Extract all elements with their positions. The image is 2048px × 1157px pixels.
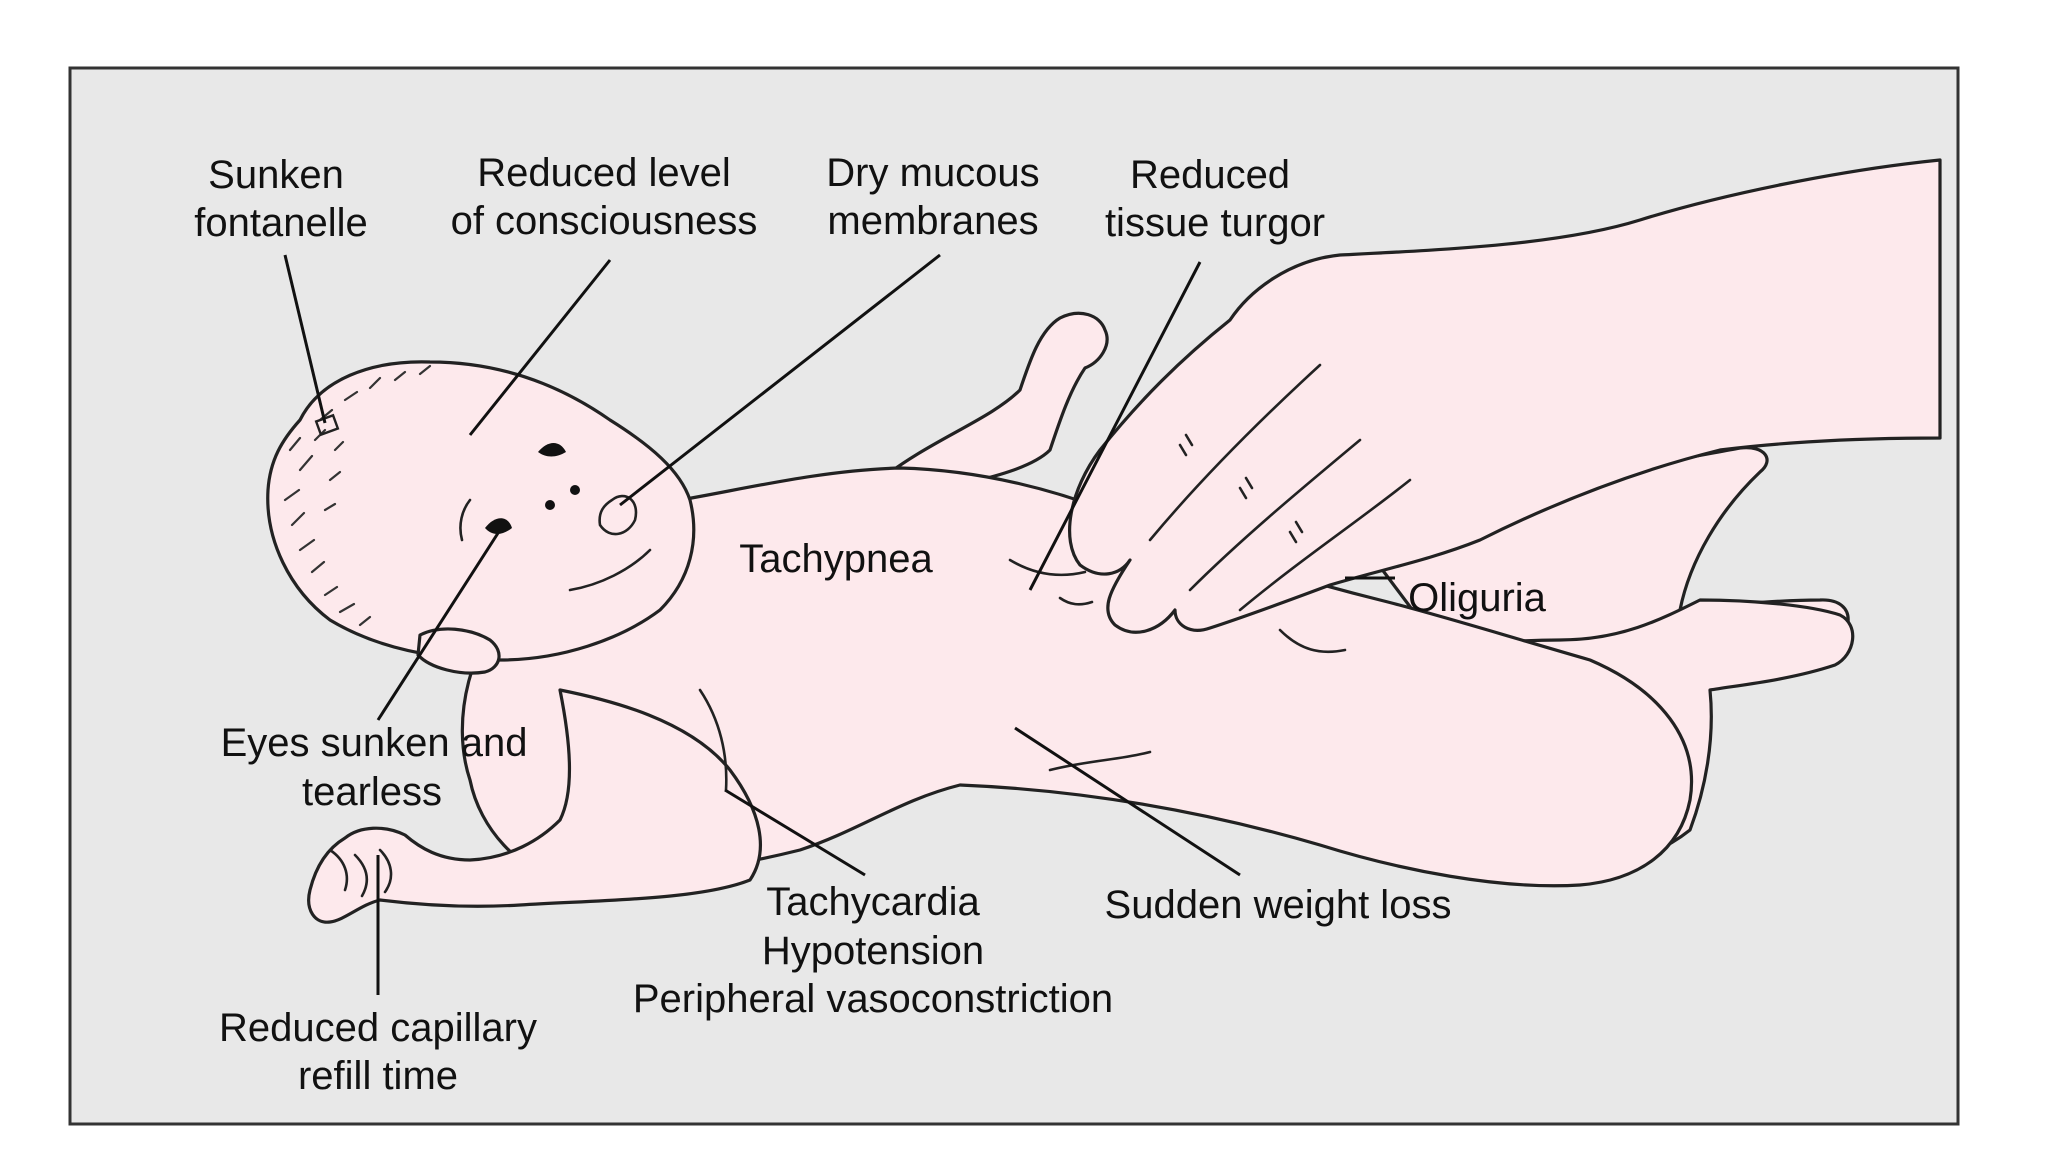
label-reduced-consciousness-line2: of consciousness [451,199,758,243]
label-oliguria: Oliguria [1408,576,1547,620]
label-capillary-refill-line2: refill time [298,1054,458,1098]
infant-nostril-2 [545,500,555,510]
label-eyes-sunken-line1: Eyes sunken and [221,721,528,765]
label-sunken-fontanelle-line2: fontanelle [194,201,367,245]
label-tissue-turgor-line1: Reduced [1130,153,1290,197]
label-sudden-weight-loss: Sudden weight loss [1105,883,1452,927]
label-tachypnea: Tachypnea [739,537,933,581]
label-sunken-fontanelle-line1: Sunken [208,153,344,197]
label-peripheral-vasoconstriction: Peripheral vasoconstriction [633,977,1113,1021]
label-eyes-sunken-line2: tearless [302,770,442,814]
label-dry-mucous-line1: Dry mucous [826,151,1039,195]
label-reduced-consciousness-line1: Reduced level [477,151,731,195]
infant-nostril-1 [570,485,580,495]
label-tissue-turgor-line2: tissue turgor [1105,201,1325,245]
label-hypotension: Hypotension [762,929,984,973]
label-dry-mucous-line2: membranes [827,199,1038,243]
label-capillary-refill-line1: Reduced capillary [219,1006,537,1050]
label-tachycardia: Tachycardia [766,880,980,924]
